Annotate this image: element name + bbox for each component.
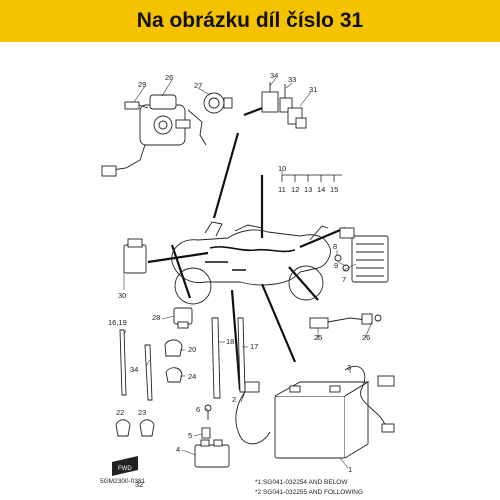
part-label: 34 <box>270 71 278 80</box>
part-30 <box>123 238 147 274</box>
part-label: 17 <box>250 342 258 351</box>
part-label: 4 <box>176 445 180 454</box>
part-label: 7 <box>342 275 346 284</box>
diagram-code: 5GM2300-0381 <box>100 478 146 485</box>
battery-leads <box>235 365 395 445</box>
part-label: 22 <box>116 408 124 417</box>
part-label: 2 <box>232 395 236 404</box>
battery <box>274 381 370 459</box>
part-29 <box>173 307 193 329</box>
part-label: 20 <box>188 345 196 354</box>
index-bracket <box>281 174 342 182</box>
part-label: 18 <box>226 337 234 346</box>
fwd-label: FWD <box>118 466 132 472</box>
part-label: 11 <box>278 185 286 194</box>
clamps <box>115 339 183 437</box>
part-labels: 29 26 27 34 33 31 10 11 12 13 14 15 8 9 … <box>108 71 370 489</box>
fwd-arrow-icon: FWD <box>112 456 138 476</box>
footnote-1: *1:SG041-032254 AND BELOW <box>255 479 348 486</box>
leader-lines <box>123 77 373 469</box>
part-label: 24 <box>188 372 196 381</box>
sensor-24 <box>309 313 382 329</box>
guide-lines <box>147 100 346 391</box>
part-label: 14 <box>317 185 325 194</box>
part-label: 10 <box>278 164 286 173</box>
rectifier-regulator <box>334 227 389 283</box>
title-banner: Na obrázku díl číslo 31 <box>0 0 500 42</box>
part-label: 27 <box>194 81 202 90</box>
starter-relay-group <box>261 82 307 129</box>
part-label: 33 <box>288 75 296 84</box>
part-label: 8 <box>333 242 337 251</box>
footnote-2: *2:SG041-032255 AND FOLLOWING <box>255 489 363 496</box>
part-label: 15 <box>330 185 338 194</box>
part-label: 23 <box>138 408 146 417</box>
part-label: 6 <box>196 405 200 414</box>
part-label: 9 <box>334 261 338 270</box>
wiring-harness <box>205 246 296 271</box>
key-cylinder <box>203 92 233 114</box>
part-label: 3 <box>347 363 351 372</box>
part-label: 30 <box>118 291 126 300</box>
part-label: 31 <box>309 85 317 94</box>
part-label: 26 <box>165 73 173 82</box>
part-label: 16,19 <box>108 318 127 327</box>
part-label: 28 <box>152 313 160 322</box>
ignition-switch <box>101 94 207 177</box>
cable-ties <box>119 317 246 401</box>
part-label: 34 <box>130 365 138 374</box>
fuse-box <box>194 404 230 468</box>
part-label: 32 <box>135 480 143 489</box>
motorcycle-outline <box>171 221 331 305</box>
part-label: 13 <box>304 185 312 194</box>
part-label: 26 <box>362 333 370 342</box>
part-label: 5 <box>188 431 192 440</box>
part-label: 12 <box>291 185 299 194</box>
part-label: 25 <box>314 333 322 342</box>
banner-title: Na obrázku díl číslo 31 <box>136 9 364 32</box>
part-label: 29 <box>138 80 146 89</box>
part-label: 1 <box>348 465 352 474</box>
